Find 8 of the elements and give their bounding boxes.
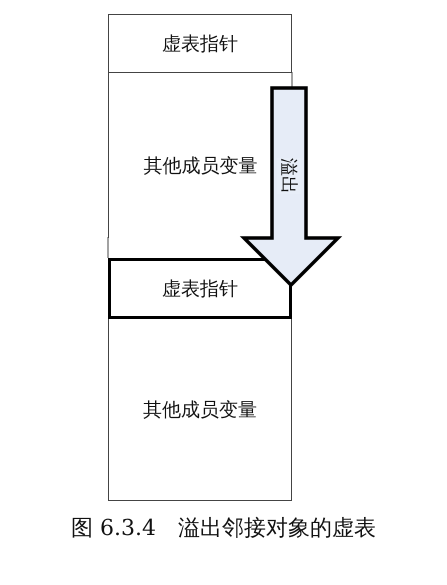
memory-cell: [108, 14, 292, 73]
cell-label: 其他成员变量: [144, 154, 258, 178]
cell-label: 虚表指针: [162, 32, 238, 56]
block-arrow: [240, 86, 342, 288]
figure-caption: 图 6.3.4 溢出邻接对象的虚表: [70, 515, 377, 543]
cell-label: 虚表指针: [162, 276, 238, 302]
cell-label: 其他成员变量: [143, 398, 257, 422]
memory-cell: [108, 318, 292, 501]
